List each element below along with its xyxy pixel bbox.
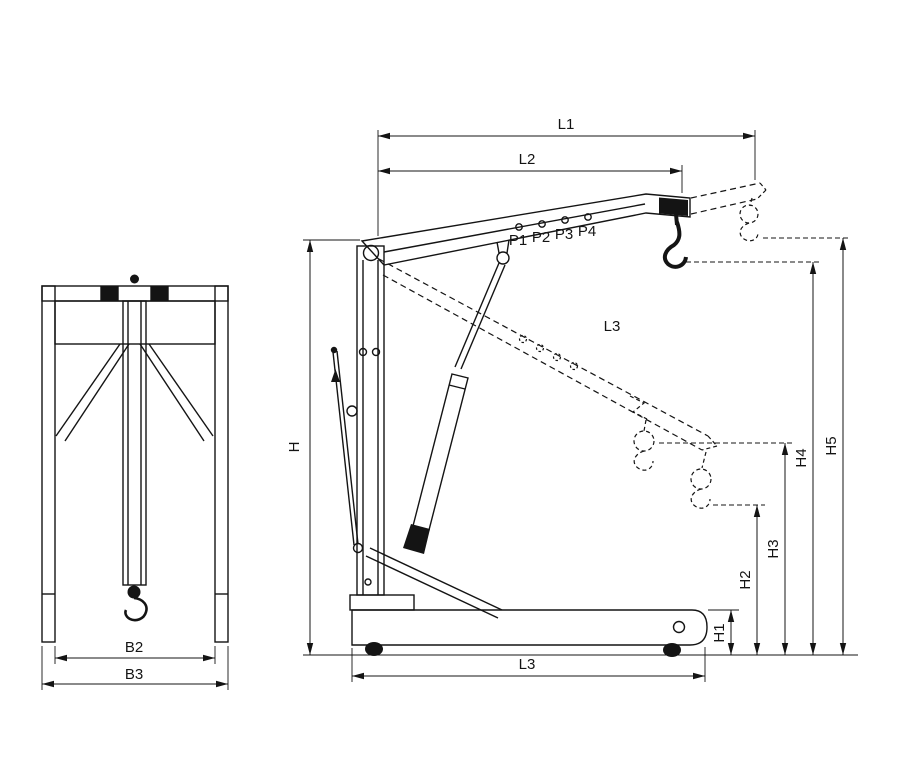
hook-dashed-low [690, 468, 712, 509]
front-left-leg [41, 285, 56, 643]
front-dimensions: B2 B3 [41, 639, 229, 690]
label-p3: P3 [555, 226, 573, 243]
front-mount-block-right [150, 286, 169, 301]
dim-b3-label: B3 [125, 666, 143, 683]
front-right-leg [214, 285, 229, 643]
dim-h-label: H [286, 442, 303, 453]
side-hook [662, 213, 688, 269]
front-mast [122, 300, 147, 586]
hook-dashed-high [739, 204, 759, 242]
boom-hole-p2 [538, 220, 546, 228]
side-base [349, 594, 708, 657]
chain-links-dashed [629, 395, 648, 420]
boom-tip-fitting [659, 197, 688, 216]
dim-l3-base-label: L3 [519, 656, 536, 673]
front-braces [55, 343, 214, 442]
rear-wheel [365, 642, 383, 656]
dim-h4-label: H4 [793, 448, 810, 467]
dim-h3-label: H3 [765, 539, 782, 558]
dim-l3-boom-label: L3 [604, 318, 621, 335]
front-hook-ball [127, 585, 141, 599]
handle-motion-arrow-icon [331, 369, 340, 382]
front-caster-wheel [663, 643, 681, 657]
hydraulic-cylinder [403, 262, 506, 554]
label-p4: P4 [578, 223, 596, 240]
dim-b2-label: B2 [125, 639, 143, 656]
front-pivot-pin [130, 274, 139, 284]
dim-h1-label: H1 [711, 623, 728, 642]
boom-hole-p3 [561, 216, 569, 224]
front-crossbar [41, 285, 229, 302]
boom-extended-dashed [690, 182, 767, 242]
cylinder-top-mount [496, 251, 510, 265]
boom-hole-p1 [515, 223, 523, 231]
cylinder-base-mount [403, 524, 430, 554]
front-mount-block-left [100, 286, 119, 301]
dim-h2-label: H2 [737, 570, 754, 589]
boom-hole-labels: P1 P2 P3 P4 [509, 223, 596, 249]
boom-lowered-dashed [378, 258, 718, 509]
boom-hole-p4 [584, 213, 592, 221]
front-hook-icon [124, 596, 148, 622]
pump-handle [330, 346, 359, 546]
side-mast [346, 244, 385, 596]
dim-l2-label: L2 [519, 151, 536, 168]
front-view [41, 274, 229, 643]
hook-dashed-mid [633, 430, 655, 471]
boom-pivot [362, 244, 380, 262]
front-crossbar-channel [54, 300, 216, 345]
dim-h5-label: H5 [823, 436, 840, 455]
side-view [330, 182, 767, 657]
side-dimensions: L1 L2 L3 H H1 H2 H3 H4 H5 L3 [286, 116, 858, 682]
base-strut [365, 547, 503, 619]
side-boom [360, 193, 691, 266]
label-p1: P1 [509, 232, 527, 249]
dim-l1-label: L1 [558, 116, 575, 133]
label-p2: P2 [532, 229, 550, 246]
